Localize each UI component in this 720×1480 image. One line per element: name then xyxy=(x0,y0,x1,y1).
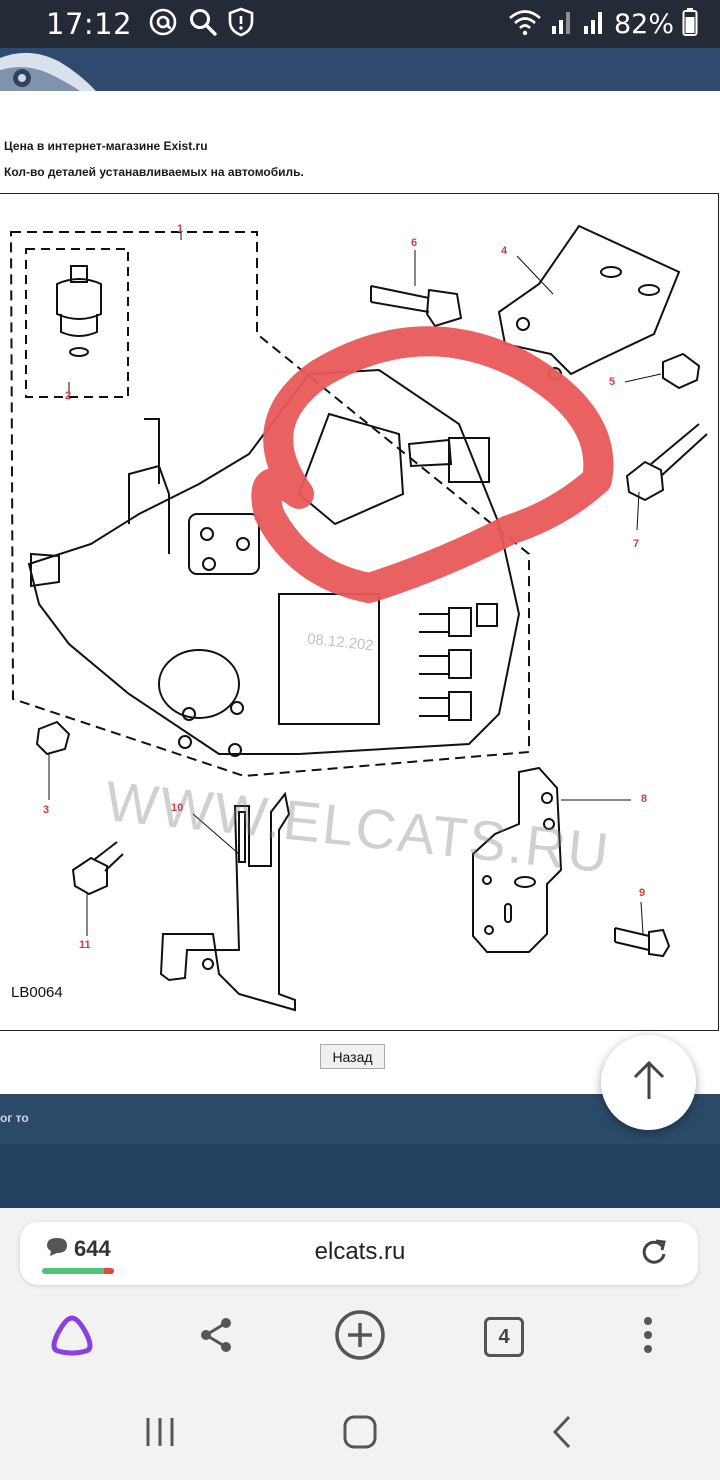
callout-1: 1 xyxy=(177,223,184,235)
battery-percent: 82% xyxy=(613,8,674,40)
status-time: 17:12 xyxy=(46,7,133,41)
callout-11: 11 xyxy=(79,939,91,951)
rating-bar-negative xyxy=(104,1268,114,1274)
share-button[interactable] xyxy=(186,1305,246,1369)
callout-7: 7 xyxy=(633,538,640,550)
callout-6: 6 xyxy=(411,237,418,249)
scroll-top-button[interactable] xyxy=(601,1035,696,1130)
chevron-left-icon xyxy=(551,1415,573,1454)
battery-icon xyxy=(682,7,698,42)
note-price: Цена в интернет-магазине Exist.ru xyxy=(4,139,208,153)
status-icons-right: 82% xyxy=(508,7,698,42)
site-logo[interactable] xyxy=(0,48,100,91)
home-icon xyxy=(343,1415,377,1454)
wifi-icon xyxy=(508,8,542,41)
plus-circle-icon xyxy=(334,1309,386,1366)
callout-10: 10 xyxy=(171,802,184,814)
reload-icon[interactable] xyxy=(640,1238,668,1266)
rating-bar xyxy=(42,1268,114,1274)
footer-band: ог то xyxy=(0,1094,720,1144)
url-text[interactable]: elcats.ru xyxy=(314,1238,406,1265)
footer-text: ог то xyxy=(0,1111,29,1125)
tab-count: 4 xyxy=(498,1326,510,1348)
tabs-button[interactable]: 4 xyxy=(474,1305,534,1369)
more-vertical-icon xyxy=(642,1315,654,1360)
comments-count: 644 xyxy=(74,1236,111,1261)
status-bar: 17:12 82% xyxy=(0,0,720,48)
diagram-code: LB0064 xyxy=(11,984,63,1001)
notes: Цена в интернет-магазине Exist.ru Кол-во… xyxy=(4,138,304,190)
search-icon xyxy=(188,7,218,42)
footer-band-dark xyxy=(0,1144,720,1208)
callout-5: 5 xyxy=(609,376,616,388)
callout-3: 3 xyxy=(43,804,50,816)
site-header xyxy=(0,48,720,91)
signal-icon xyxy=(582,8,606,41)
callout-8: 8 xyxy=(641,793,648,805)
back-button[interactable]: Назад xyxy=(320,1044,385,1069)
new-tab-button[interactable] xyxy=(330,1305,390,1369)
comment-icon xyxy=(46,1237,68,1262)
menu-button[interactable] xyxy=(618,1305,678,1369)
back-nav-button[interactable] xyxy=(522,1388,602,1480)
note-quantity: Кол-во деталей устанавливаемых на автомо… xyxy=(4,165,304,179)
system-nav-bar xyxy=(0,1388,720,1480)
arrow-up-icon xyxy=(631,1059,667,1106)
tabs-icon: 4 xyxy=(484,1317,524,1357)
callout-2: 2 xyxy=(65,390,72,402)
recents-icon xyxy=(144,1416,176,1453)
recents-button[interactable] xyxy=(120,1388,200,1480)
parts-diagram: 1 2 3 4 5 6 7 8 9 10 11 WWW.ELCATS.RU 08… xyxy=(0,193,719,1031)
at-icon xyxy=(148,7,178,42)
signal-icon xyxy=(550,8,574,41)
callout-9: 9 xyxy=(639,887,646,899)
callout-4: 4 xyxy=(501,245,508,257)
url-bar[interactable] xyxy=(20,1222,698,1285)
comments-indicator[interactable]: 644 xyxy=(46,1236,111,1262)
alice-icon xyxy=(48,1313,96,1362)
alice-assistant-button[interactable] xyxy=(42,1305,102,1369)
home-button[interactable] xyxy=(320,1388,400,1480)
browser-toolbar: 4 xyxy=(0,1305,720,1369)
share-icon xyxy=(198,1316,234,1359)
status-icons-left xyxy=(148,7,254,42)
parts-diagram-drawing xyxy=(9,224,708,1012)
shield-alert-icon xyxy=(228,7,254,42)
